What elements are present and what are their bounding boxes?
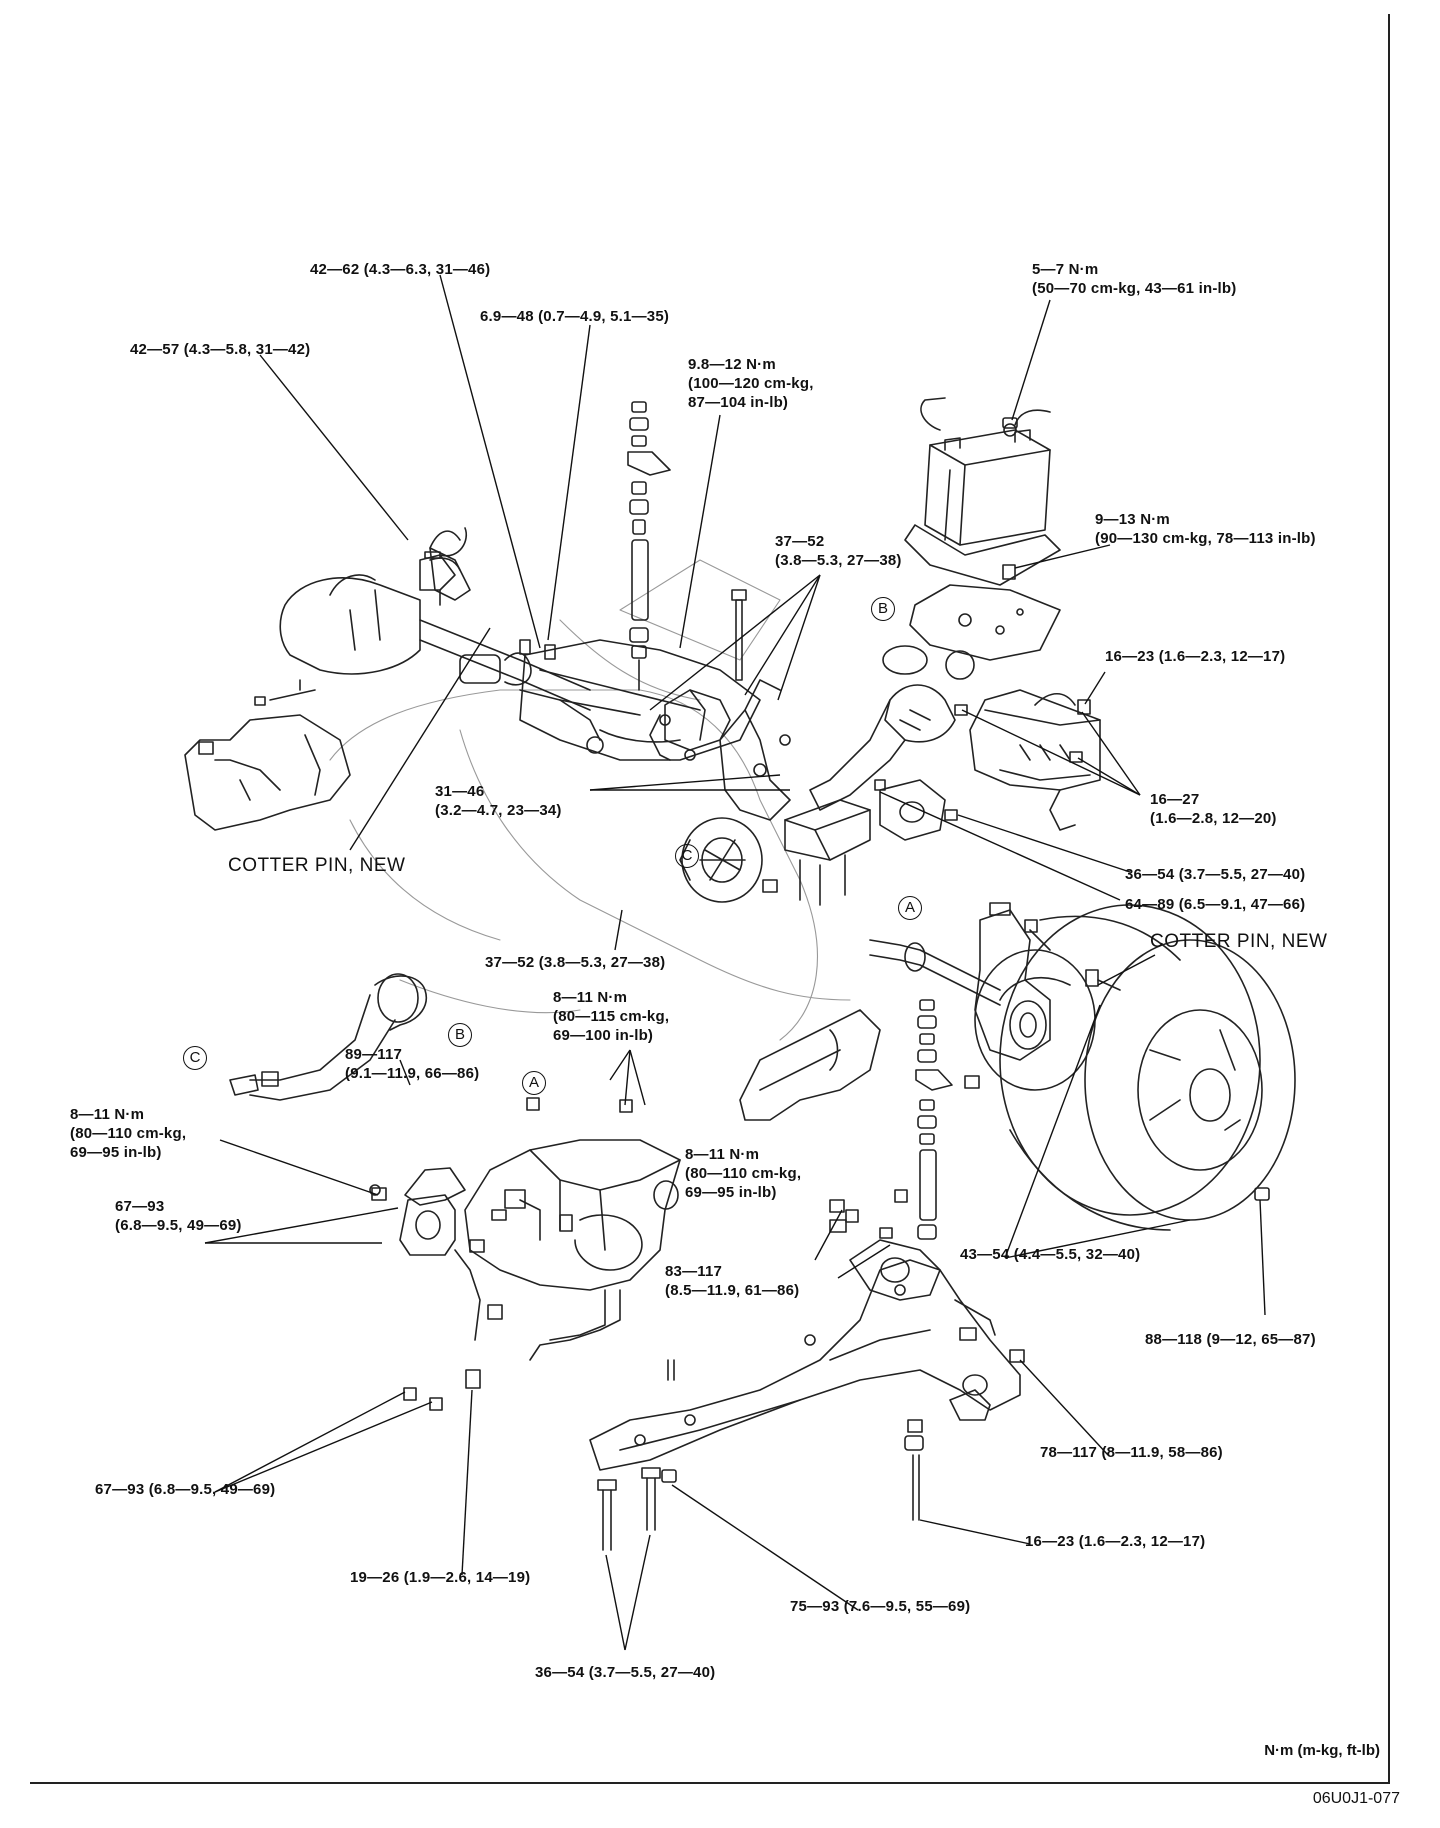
torque-label-bracket-stud: 19—26 (1.9—2.6, 14—19) [350,1569,531,1586]
battery [904,397,1061,586]
ref-marker-b-upper: B [871,597,895,621]
torque-label-top-bolt: 42—62 (4.3—6.3, 31—46) [310,261,491,278]
tire-wheel [999,904,1296,1231]
figure-code: 06U0J1-077 [1312,1790,1400,1807]
ball-joint [904,1389,991,1521]
torque-label-mount-nut: 36—54 (3.7—5.5, 27—40) [1125,866,1306,883]
units-legend: N·m (m-kg, ft-lb) [1264,1742,1380,1759]
torque-label-air-cleaner-mount: 16—27 (1.6—2.8, 12—20) [1150,791,1277,827]
torque-label-rear-mount-bolts: 67—93 (6.8—9.5, 49—69) [95,1481,276,1498]
small-bracket [369,1167,466,1206]
engine-mount-bracket [719,679,791,821]
cotter-pin-label-left: COTTER PIN, NEW [228,855,406,876]
transmission [464,1139,681,1361]
starter-motor [649,689,731,761]
crossmember-bolts [597,1359,677,1551]
torque-label-crossmember-bolts: 36—54 (3.7—5.5, 27—40) [535,1664,716,1681]
torque-label-transmission-bolt: 89—117 (9.1—11.9, 66—86) [345,1046,480,1082]
transmission-mount-rear [399,1194,507,1341]
small-bolts [198,639,980,1411]
torque-label-crossmember-nut: 75—93 (7.6—9.5, 55—69) [790,1598,971,1615]
torque-label-air-cleaner-bolt: 16—23 (1.6—2.3, 12—17) [1105,648,1286,665]
torque-label-bracket-bolt-left: 8—11 N·m (80—110 cm-kg, 69—95 in-lb) [70,1106,187,1161]
air-intake-hose [809,645,975,811]
tie-rod-end [424,547,471,606]
steering-knuckle [974,902,1071,1061]
front-crossmember [589,1259,1021,1471]
relay-block [762,799,871,906]
torque-label-rear-mount: 67—93 (6.8—9.5, 49—69) [115,1198,242,1234]
ref-marker-c-lower: C [183,1046,207,1070]
air-cleaner [954,689,1101,831]
torque-label-lug-nut: 88—118 (9—12, 65—87) [1145,1331,1316,1348]
heat-shield-center [739,1009,881,1121]
torque-label-tie-rod-nut: 42—57 (4.3—5.8, 31—42) [130,341,311,358]
torque-label-center-shield: 8—11 N·m (80—110 cm-kg, 69—95 in-lb) [685,1146,802,1201]
stabilizer-bolt [731,589,747,681]
lower-link-stack [915,999,953,1240]
torque-label-mount-through-bolt: 64—89 (6.5—9.1, 47—66) [1125,896,1306,913]
leader-lines [204,274,1266,1651]
cotter-pin-right [1085,969,1121,991]
ref-marker-a-lower: A [522,1071,546,1095]
ref-marker-b-lower: B [448,1023,472,1047]
air-hose-left [229,973,427,1101]
torque-label-starter-bolts: 37—52 (3.8—5.3, 27—38) [775,533,902,569]
ref-marker-a-upper: A [898,896,922,920]
torque-label-drive-shaft-nut: 43—54 (4.4—5.5, 32—40) [960,1246,1141,1263]
battery-holddown-bolt [1002,417,1018,429]
torque-label-battery-clamp: 5—7 N·m (50—70 cm-kg, 43—61 in-lb) [1032,261,1237,297]
torque-label-mount-bolt: 6.9—48 (0.7—4.9, 5.1—35) [480,308,670,325]
lug-nut [1254,1187,1270,1201]
figure-frame [30,14,1390,1784]
drive-shaft [869,939,1001,1006]
steering-rack-assembly [254,527,604,754]
heat-shield-left [184,714,351,831]
torque-label-battery-tray: 9—13 N·m (90—130 cm-kg, 78—113 in-lb) [1095,511,1316,547]
torque-label-clutch-bolt: 37—52 (3.8—5.3, 27—38) [485,954,666,971]
lower-arm-mount [829,1199,1025,1363]
torque-label-lower-arm-bolt: 78—117 (8—11.9, 58—86) [1040,1444,1223,1461]
torque-label-gear-housing: 31—46 (3.2—4.7, 23—34) [435,783,562,819]
battery-base-plate [909,564,1061,661]
transmission-mount-upper [874,779,958,841]
ref-marker-c-upper: C [675,844,699,868]
cotter-pin-label-right: COTTER PIN, NEW [1150,931,1328,952]
torque-label-ball-joint-bolt: 16—23 (1.6—2.3, 12—17) [1025,1533,1206,1550]
torque-label-stabilizer-nut: 9.8—12 N·m (100—120 cm-kg, 87—104 in-lb) [688,356,814,411]
stabilizer-link-stack [627,401,671,691]
torque-label-arm-bushing: 83—117 (8.5—11.9, 61—86) [665,1263,800,1299]
torque-label-heat-shield: 8—11 N·m (80—115 cm-kg, 69—100 in-lb) [553,989,670,1044]
